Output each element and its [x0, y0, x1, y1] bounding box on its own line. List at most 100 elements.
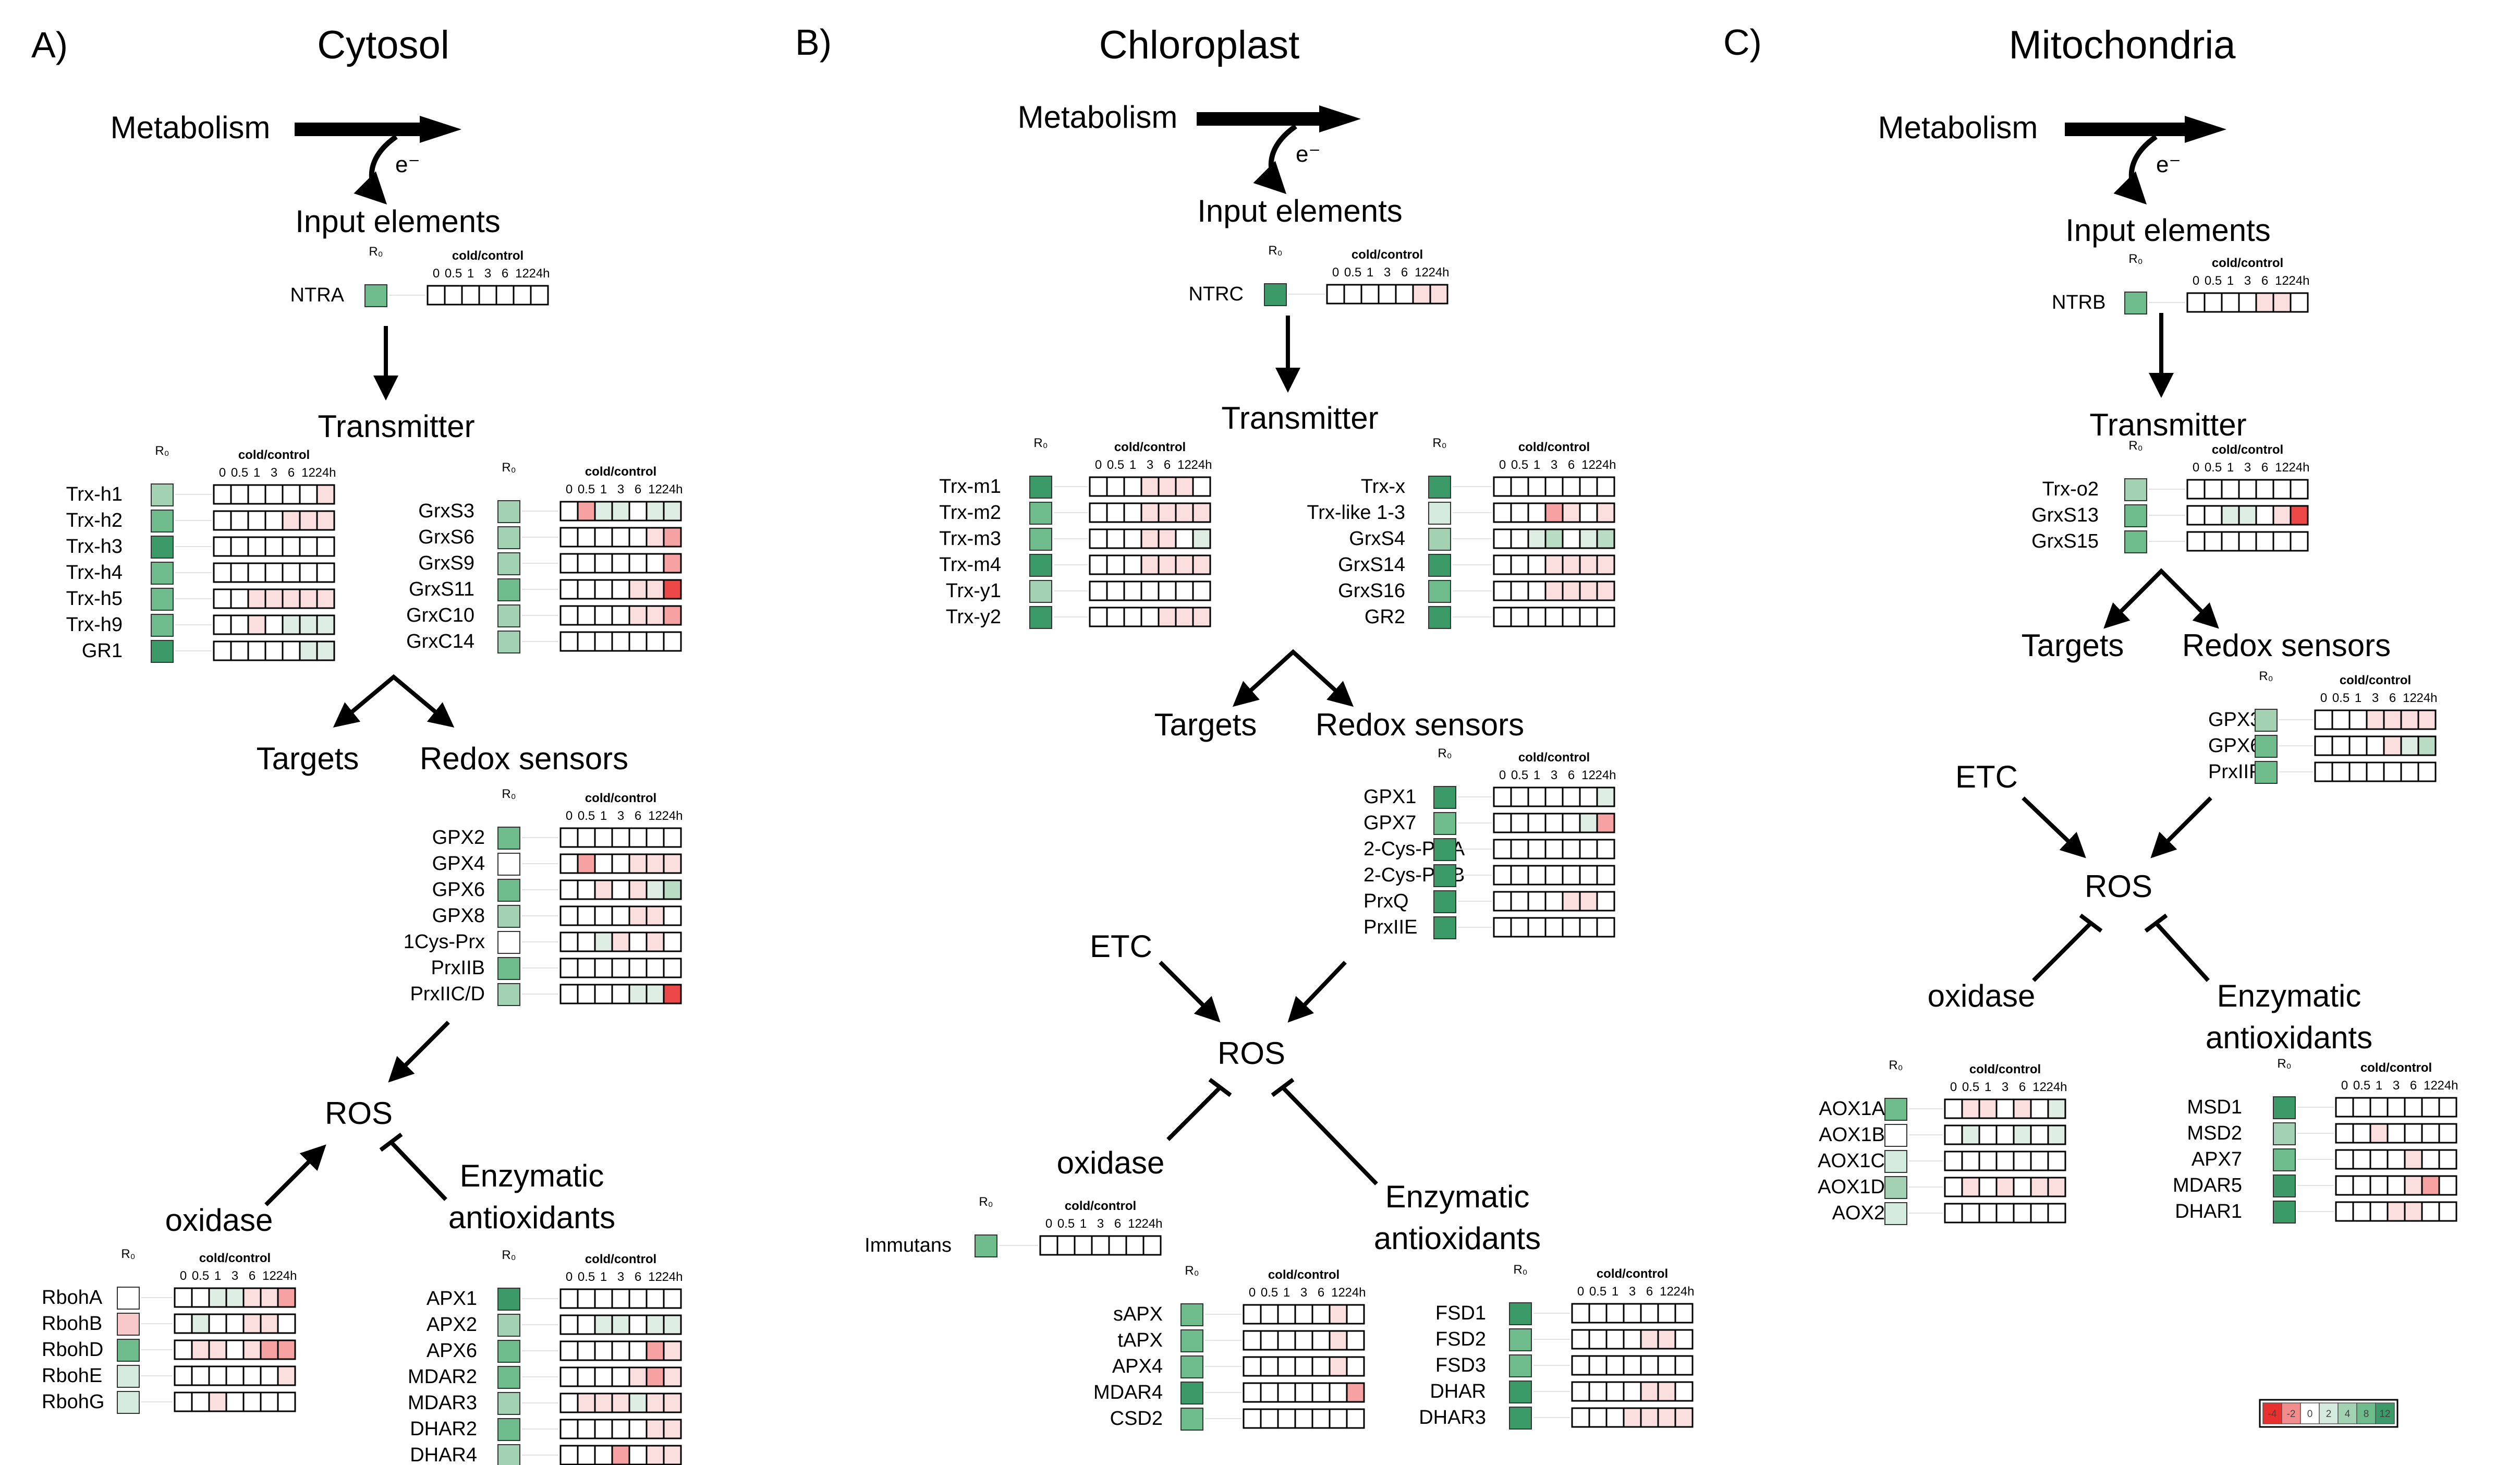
metabolism-arrowhead — [1319, 105, 1361, 132]
heatmap-cell — [2272, 479, 2292, 500]
heatmap-cell — [1277, 1330, 1296, 1351]
heatmap-cell — [2383, 709, 2402, 730]
heatmap-cell — [277, 1365, 296, 1386]
heatmap-cell — [1243, 1382, 1262, 1403]
gene-label: Trx-h4 — [66, 562, 123, 584]
heatmap-cell — [628, 1419, 648, 1439]
gene-label: NTRC — [1188, 283, 1244, 305]
heatmap-cell — [1961, 1203, 1980, 1224]
heatmap-cell — [213, 588, 232, 609]
ro-header: R₀ — [502, 1248, 516, 1262]
gene-label: APX1 — [427, 1288, 477, 1310]
heatmap-cell — [594, 1419, 613, 1439]
time-header: 12 — [301, 466, 315, 480]
heatmap-cell — [594, 579, 613, 600]
gene-label: MDAR4 — [1093, 1382, 1163, 1403]
cold-control-header: cold/control — [2212, 443, 2283, 457]
heatmap-cell — [1089, 580, 1108, 601]
oxidase-inhibition-line — [1166, 1086, 1222, 1141]
heatmap-cell — [230, 562, 249, 583]
heatmap-cell — [2417, 761, 2437, 782]
heatmap-cell — [577, 501, 596, 522]
gene-label: GPX3 — [2208, 709, 2261, 731]
time-header: 0.5 — [192, 1269, 209, 1283]
ro-cell — [1029, 580, 1052, 603]
heatmap-cell — [577, 905, 596, 926]
heatmap-cell — [1640, 1381, 1659, 1402]
heatmap-cell — [191, 1339, 210, 1360]
time-header: 1 — [214, 1269, 221, 1283]
heatmap-cell — [1579, 476, 1598, 497]
time-header: 1 — [1985, 1080, 1991, 1094]
time-header: 3 — [2244, 461, 2251, 475]
heatmap-cell — [2186, 292, 2206, 313]
heatmap-cell — [1571, 1407, 1590, 1428]
heatmap-cell — [1527, 528, 1547, 549]
heatmap-cell — [1089, 502, 1108, 523]
heatmap-cell — [2369, 1149, 2389, 1170]
gene-label: PrxIIE — [1364, 916, 1417, 938]
heatmap-cell — [1596, 528, 1615, 549]
time-header: 12 — [1128, 1217, 1142, 1231]
targets-label: Targets — [1154, 707, 1257, 742]
ro-cell — [117, 1391, 140, 1414]
heatmap-cell — [1995, 1203, 2015, 1224]
electron-label: e⁻ — [395, 152, 420, 177]
input-elements-label: Input elements — [1197, 193, 1403, 228]
heatmap-cell — [611, 827, 630, 848]
heatmap-cell — [2221, 479, 2240, 500]
heatmap-cell — [1510, 813, 1529, 833]
heatmap-cell — [2186, 505, 2206, 526]
heatmap-cell — [2030, 1124, 2049, 1145]
time-header: 24h — [2288, 274, 2309, 288]
heatmap-cell — [2013, 1177, 2032, 1197]
ro-header: R₀ — [1438, 746, 1452, 760]
gene-label: MSD1 — [2187, 1096, 2242, 1118]
heatmap-cell — [594, 553, 613, 574]
heatmap-cell — [208, 1313, 227, 1334]
heatmap-cell — [1277, 1408, 1296, 1429]
oxidase-label: oxidase — [1057, 1145, 1165, 1180]
heatmap-cell — [2400, 709, 2419, 730]
heatmap-cell — [2438, 1201, 2457, 1222]
heatmap-cell — [230, 510, 249, 531]
heatmap-cell — [1657, 1329, 1676, 1350]
heatmap-cell — [1588, 1407, 1608, 1428]
heatmap-cell — [577, 579, 596, 600]
time-header: 0 — [433, 267, 440, 281]
gene-label: DHAR2 — [410, 1418, 477, 1440]
time-header: 3 — [232, 1269, 238, 1283]
heatmap-cell — [260, 1313, 279, 1334]
time-header: 12 — [2403, 691, 2417, 705]
ro-cell — [497, 552, 520, 575]
heatmap-cell — [1294, 1304, 1313, 1325]
heatmap-cell — [594, 501, 613, 522]
time-header: 24h — [2437, 1079, 2458, 1093]
heatmap-cell — [628, 605, 648, 626]
time-header: 12 — [648, 1270, 662, 1284]
time-header: 24h — [2046, 1080, 2067, 1094]
heatmap-cell — [594, 605, 613, 626]
heatmap-cell — [1260, 1304, 1279, 1325]
antioxidant-inhibition-bar — [2144, 913, 2168, 933]
heatmap-cell — [1527, 607, 1547, 627]
heatmap-cell — [1311, 1356, 1331, 1377]
time-header: 0.5 — [1511, 768, 1528, 782]
heatmap-cell — [646, 879, 665, 900]
heatmap-cell — [646, 579, 665, 600]
time-header: 24h — [315, 466, 336, 480]
heatmap-cell — [1493, 813, 1512, 833]
heatmap-cell — [2369, 1175, 2389, 1196]
ro-cell — [1029, 606, 1052, 629]
heatmap-cell — [1944, 1151, 1963, 1171]
heatmap-cell — [663, 605, 682, 626]
heatmap-cell — [2366, 761, 2385, 782]
ro-cell — [2255, 761, 2278, 784]
ro-cell — [497, 1314, 520, 1337]
ro-cell — [497, 1392, 520, 1415]
heatmap-cell — [1588, 1355, 1608, 1376]
heatmap-cell — [628, 984, 648, 1004]
heatmap-cell — [611, 931, 630, 952]
